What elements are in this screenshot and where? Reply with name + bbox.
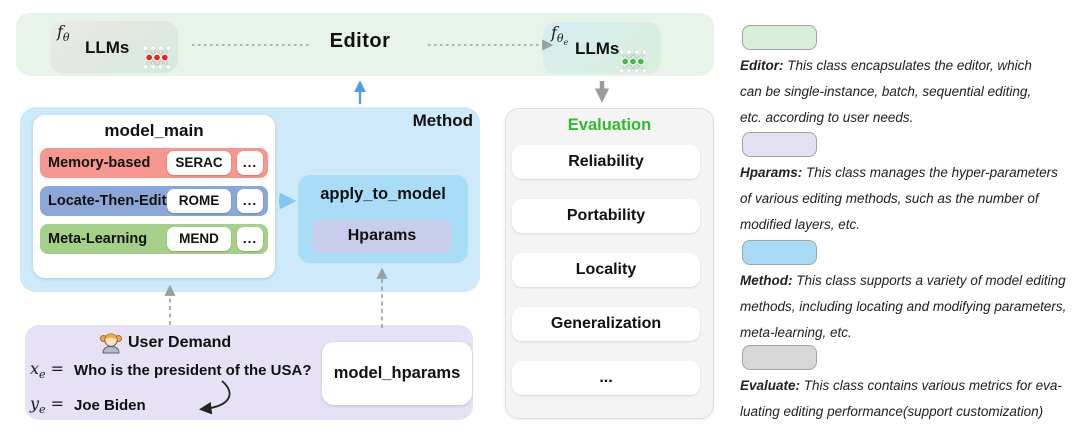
legend-item-method: Method: This class supports a variety of…: [740, 268, 1080, 346]
user-demand-title: User Demand: [128, 334, 232, 351]
method-row-locate-then-edit: Locate-Then-Edit ROME ...: [40, 186, 268, 216]
hparams-chip: Hparams: [312, 219, 452, 253]
x-e-symbol: xe =: [30, 359, 65, 382]
f-theta-symbol: fθ: [57, 22, 70, 45]
model-main-title: model_main: [104, 121, 204, 140]
editor-class-swatch: [742, 25, 817, 50]
neural-network-red-icon: [142, 45, 172, 70]
method-category-label: Memory-based: [48, 155, 151, 171]
edit-answer: Joe Biden: [74, 397, 146, 414]
more-methods-pill: ...: [237, 151, 263, 175]
f-theta-e-symbol: fθe: [551, 23, 569, 48]
legend-label: Evaluate:: [740, 378, 801, 393]
method-class-swatch: [742, 240, 817, 265]
evaluate-class-swatch: [742, 345, 817, 370]
metric-row-reliability: Reliability: [512, 145, 700, 179]
method-example-pill: ROME: [167, 189, 231, 213]
edit-question: Who is the president of the USA?: [74, 362, 312, 379]
legend-label: Editor:: [740, 58, 784, 73]
edited-llm-label: LLMs: [575, 39, 620, 58]
pretrained-llm-label: LLMs: [85, 38, 130, 57]
legend-item-editor: Editor: This class encapsulates the edit…: [740, 53, 1080, 131]
legend-label: Method:: [740, 273, 793, 288]
hparams-class-swatch: [742, 132, 817, 157]
method-example-pill: MEND: [167, 227, 231, 251]
more-methods-pill: ...: [237, 189, 263, 213]
editor-label: Editor: [329, 30, 391, 52]
neural-network-green-icon: [618, 49, 648, 74]
legend-item-evaluate: Evaluate: This class contains various me…: [740, 373, 1080, 425]
legend-description: This class contains various metrics for …: [740, 378, 1062, 419]
method-example-pill: SERAC: [167, 151, 231, 175]
legend-description: This class manages the hyper-parameters …: [740, 165, 1058, 232]
evaluation-title: Evaluation: [567, 116, 652, 134]
method-row-meta-learning: Meta-Learning MEND ...: [40, 224, 268, 254]
metric-row-more: ...: [512, 361, 700, 395]
legend-item-hparams: Hparams: This class manages the hyper-pa…: [740, 160, 1080, 238]
apply-to-model-label: apply_to_model: [320, 185, 446, 203]
legend-description: This class encapsulates the editor, whic…: [740, 58, 1032, 125]
user-icon: [100, 333, 122, 354]
method-row-memory-based: Memory-based SERAC ...: [40, 148, 268, 178]
method-category-label: Locate-Then-Edit: [48, 193, 167, 209]
metric-row-locality: Locality: [512, 253, 700, 287]
more-methods-pill: ...: [237, 227, 263, 251]
edited-llm-chip: [543, 22, 661, 74]
method-category-label: Meta-Learning: [48, 231, 148, 247]
legend-description: This class supports a variety of model e…: [740, 273, 1067, 340]
y-e-symbol: ye =: [30, 394, 65, 417]
metric-row-generalization: Generalization: [512, 307, 700, 341]
method-title: Method: [412, 111, 473, 130]
model-hparams-box: model_hparams: [322, 342, 472, 405]
metric-row-portability: Portability: [512, 199, 700, 233]
legend-label: Hparams:: [740, 165, 803, 180]
